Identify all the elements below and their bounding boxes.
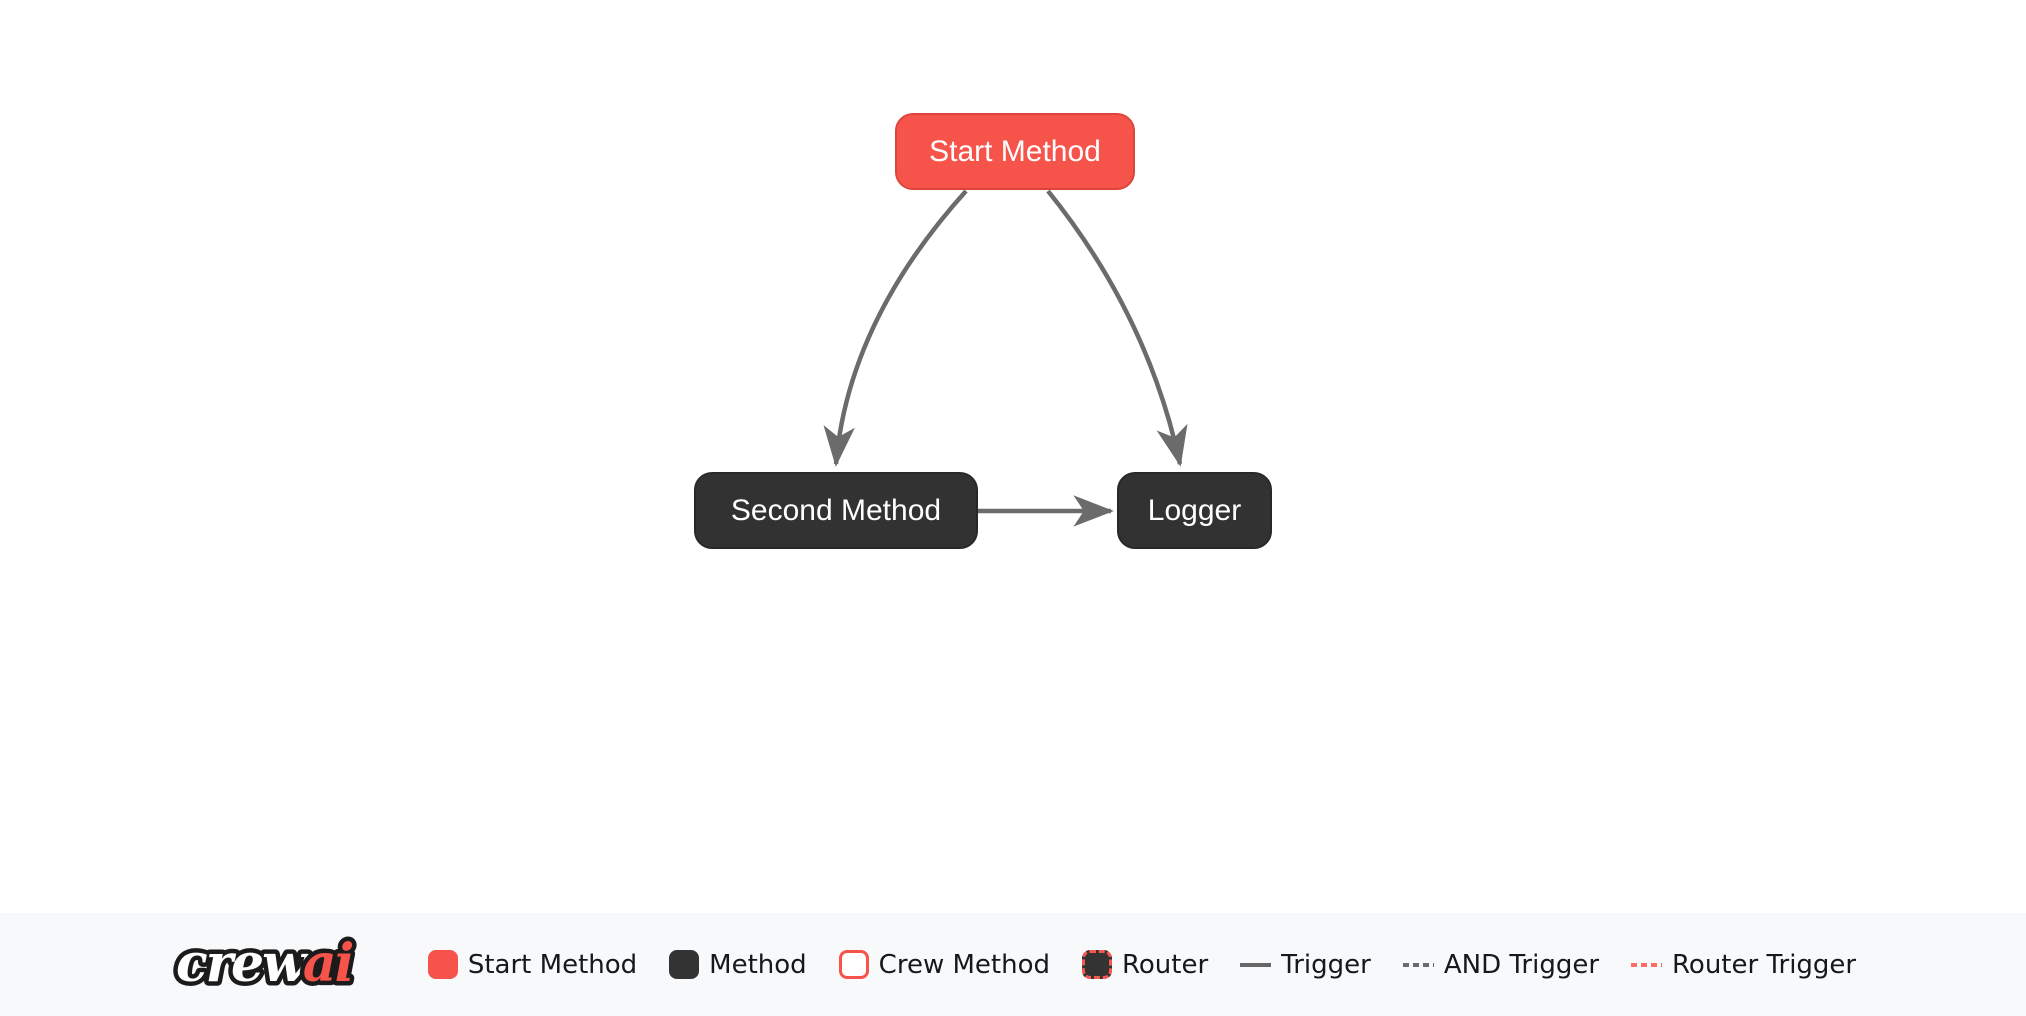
node-logger-label: Logger <box>1147 493 1242 527</box>
start-method-swatch <box>427 950 458 979</box>
node-second-method[interactable]: Second Method <box>694 472 978 549</box>
legend-label-router: Router <box>1121 949 1209 980</box>
edge-start-to-logger <box>1046 189 1188 467</box>
legend-label-router-trigger: Router Trigger <box>1672 949 1857 980</box>
legend-item-method: Method <box>669 950 807 980</box>
logo-crew-text: crew <box>176 933 309 994</box>
node-logger[interactable]: Logger <box>1117 472 1272 549</box>
crewai-logo: crewai <box>171 929 359 999</box>
edges-layer <box>823 189 1188 527</box>
legend-item-router: Router <box>1081 949 1209 980</box>
flow-canvas[interactable]: Start Method Second Method Logger <box>0 0 2026 913</box>
legend-label-and-trigger: AND Trigger <box>1443 949 1600 980</box>
crew-method-swatch <box>838 950 869 979</box>
legend-item-start-method: Start Method <box>427 949 638 980</box>
legend-label-start-method: Start Method <box>467 949 638 980</box>
router-swatch <box>1081 950 1112 979</box>
legend-label-trigger: Trigger <box>1281 949 1371 980</box>
logo-ai-text: ai <box>303 933 353 994</box>
legend-bar: crewai Start Method Method Crew Method R… <box>0 913 2026 1016</box>
node-second-method-label: Second Method <box>730 493 942 527</box>
legend-item-trigger: Trigger <box>1240 950 1371 980</box>
svg-text:crewai: crewai <box>176 933 353 994</box>
legend-item-and-trigger: AND Trigger <box>1402 949 1600 980</box>
router-trigger-line-swatch <box>1631 962 1663 967</box>
and-trigger-line-swatch <box>1402 962 1434 967</box>
method-swatch <box>669 950 700 979</box>
legend-item-router-trigger: Router Trigger <box>1631 950 1856 980</box>
node-start-method-label: Start Method <box>929 134 1101 168</box>
legend-item-crew-method: Crew Method <box>838 949 1050 980</box>
legend-label-method: Method <box>709 949 807 980</box>
trigger-line-swatch <box>1240 962 1272 967</box>
legend-label-crew-method: Crew Method <box>878 949 1050 980</box>
edge-start-to-second <box>823 189 968 467</box>
node-start-method[interactable]: Start Method <box>895 113 1135 190</box>
